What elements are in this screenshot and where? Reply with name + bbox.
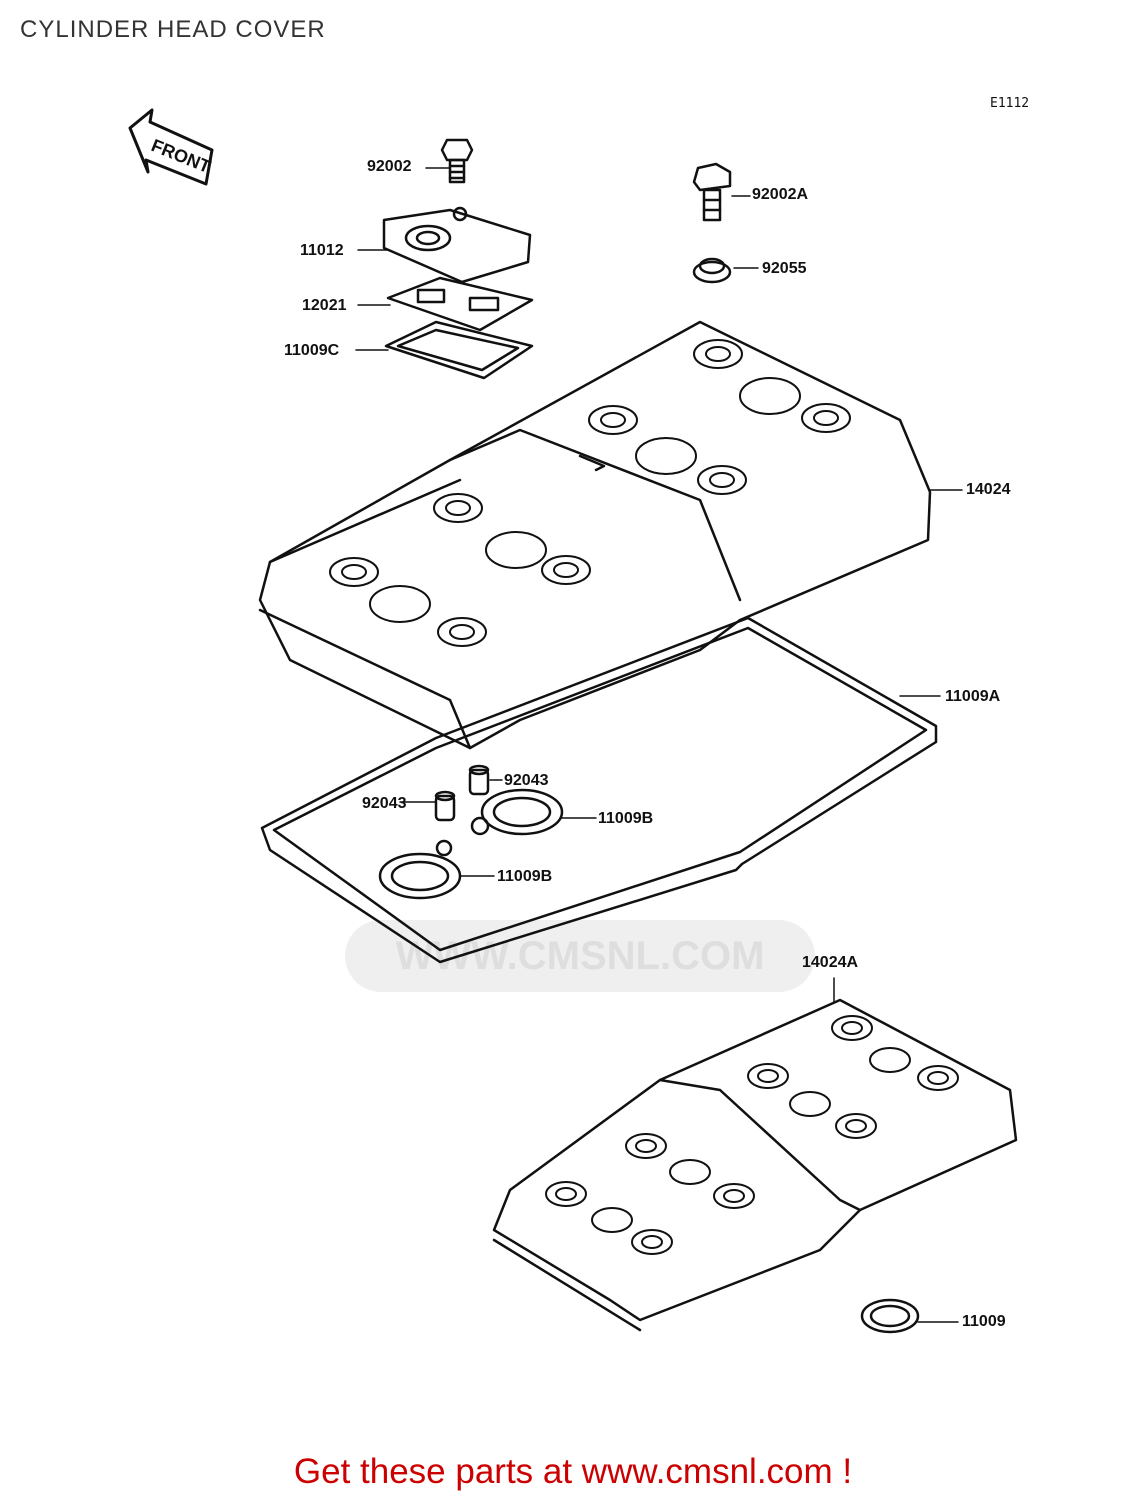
bolt-92002A <box>692 162 732 222</box>
cylinder-head-cover-14024 <box>258 320 932 750</box>
label-14024A: 14024A <box>802 954 859 971</box>
label-92055: 92055 <box>762 260 807 277</box>
label-12021: 12021 <box>302 297 347 314</box>
label-11009C: 11009C <box>284 342 340 359</box>
leader-lines <box>355 167 963 1323</box>
cylinder-head-cover-14024A <box>492 998 1018 1332</box>
gasket-11009C <box>384 320 534 380</box>
label-14024: 14024 <box>966 481 1011 498</box>
label-11009: 11009 <box>962 1313 1006 1330</box>
front-arrow-icon: FRONT <box>128 108 214 186</box>
label-92002: 92002 <box>367 158 412 175</box>
breather-cover-11012 <box>382 206 532 284</box>
label-92002A: 92002A <box>752 186 809 203</box>
plug-seal-11009B-upper <box>470 788 564 836</box>
label-92043-upper: 92043 <box>504 772 549 789</box>
plug-seal-11009B-lower <box>378 839 462 900</box>
seal-11009 <box>860 1298 920 1334</box>
label-11009B-upper: 11009B <box>598 810 654 827</box>
label-11009A: 11009A <box>945 688 1001 705</box>
label-11012: 11012 <box>300 242 344 259</box>
label-92043-lower: 92043 <box>362 795 407 812</box>
diagram-code: E1112 <box>990 96 1030 111</box>
gasket-11009A <box>260 616 938 964</box>
dowel-pin-92043-upper <box>468 764 490 796</box>
watermark: WWW.CMSNL.COM <box>345 920 815 992</box>
front-arrow-label: FRONT <box>149 135 214 177</box>
bolt-92002 <box>440 138 474 184</box>
page-title: CYLINDER HEAD COVER <box>20 16 326 43</box>
grommet-92055 <box>692 257 732 284</box>
label-11009B-lower: 11009B <box>497 868 553 885</box>
breather-plate-12021 <box>386 276 534 332</box>
footer-link[interactable]: Get these parts at www.cmsnl.com ! <box>293 1452 853 1491</box>
dowel-pin-92043-lower <box>434 790 456 822</box>
